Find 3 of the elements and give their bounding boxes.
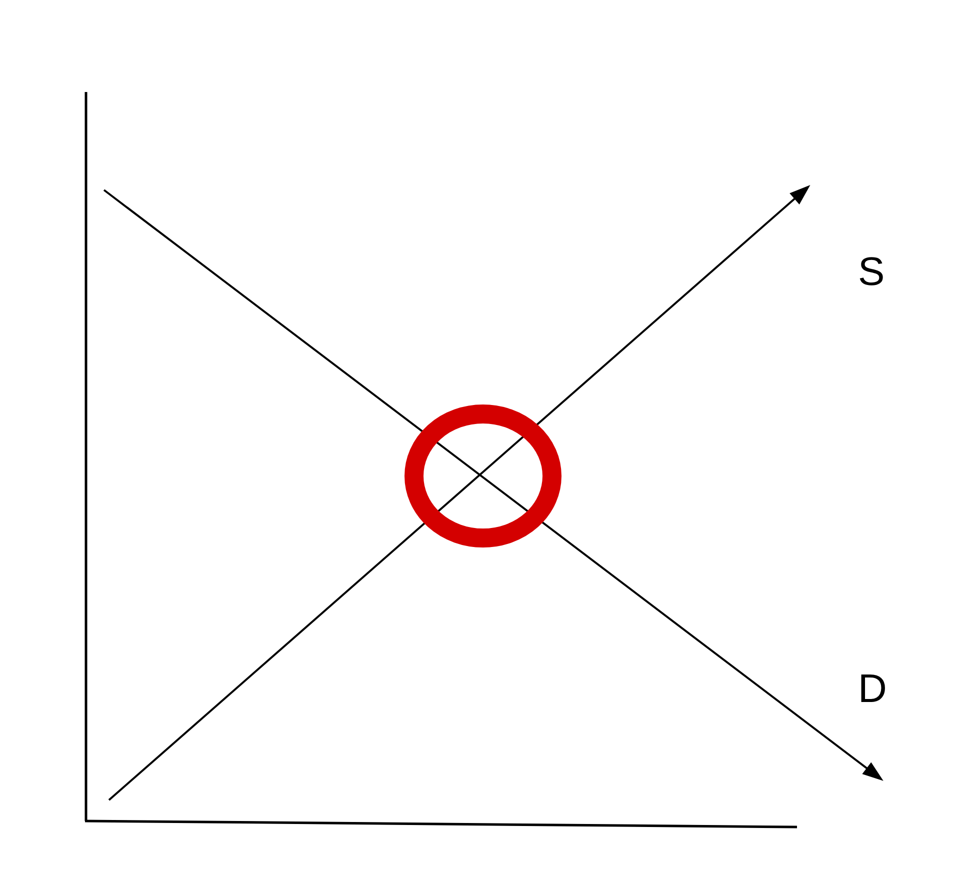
curve-label: S bbox=[858, 252, 885, 292]
highlight-circle bbox=[404, 404, 562, 548]
curve-label: D bbox=[858, 669, 887, 709]
